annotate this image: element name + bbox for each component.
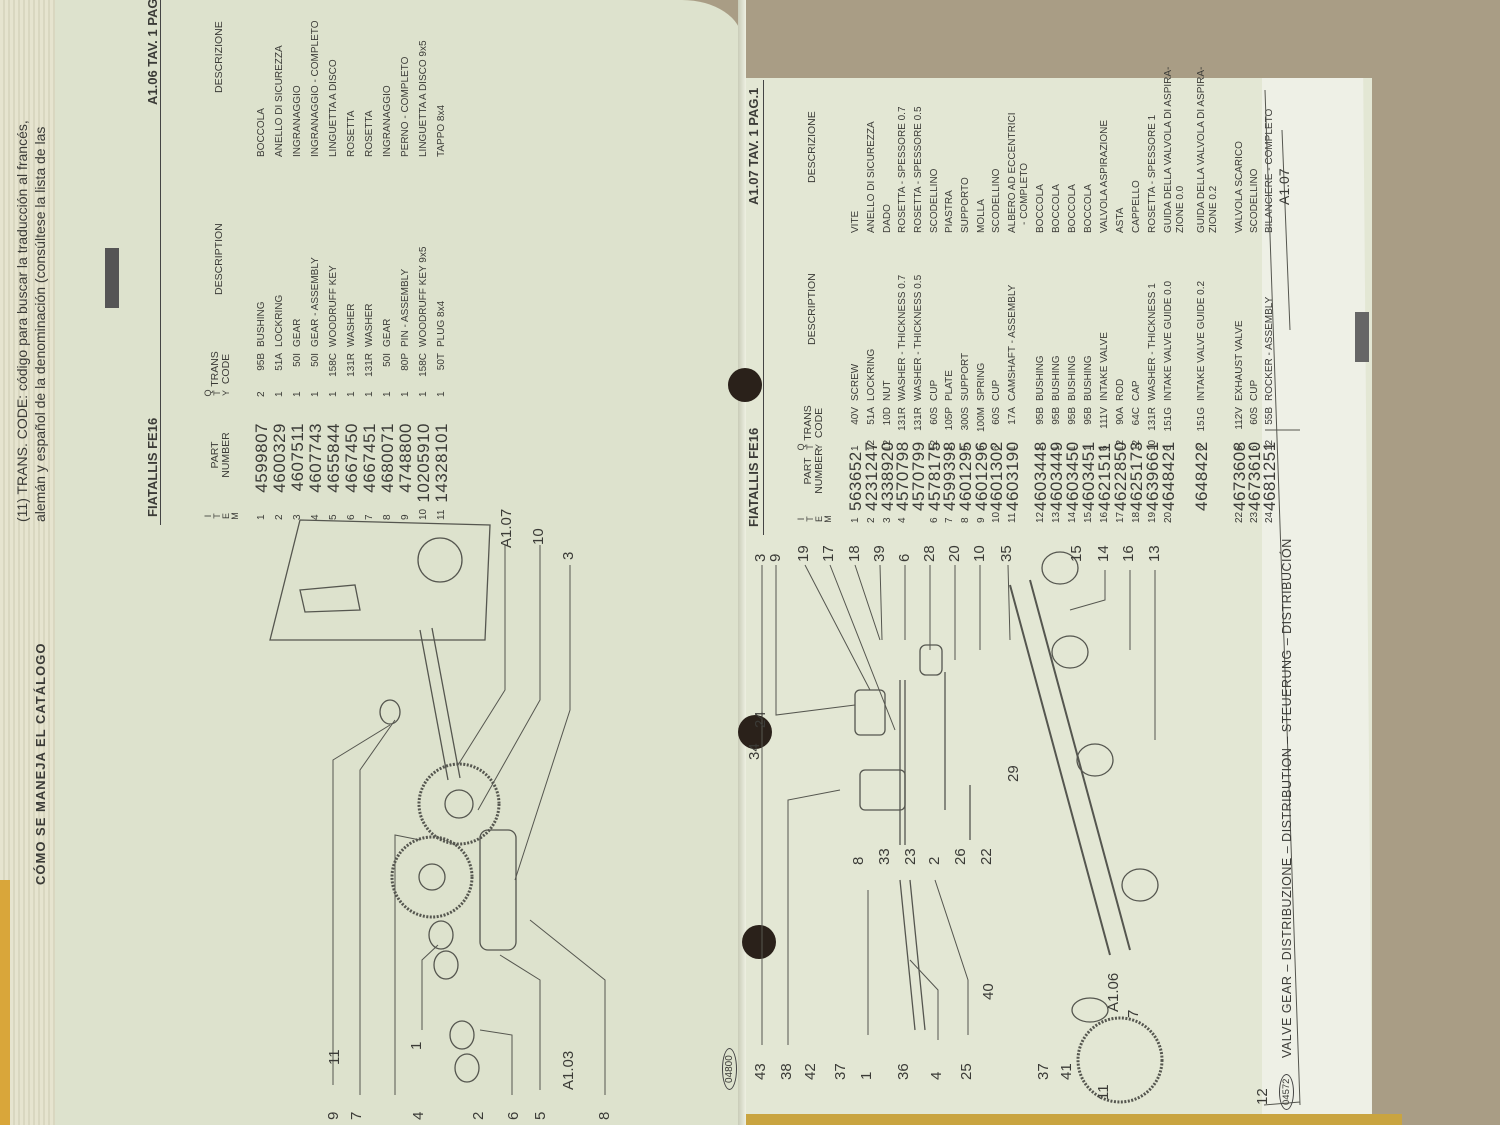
- callout-number: 2: [926, 856, 943, 865]
- callout-number: 37: [1035, 1063, 1052, 1080]
- rocker-support-drawing: [859, 769, 906, 811]
- callout-number: 9: [325, 1111, 342, 1120]
- callout-number: 7: [348, 1111, 365, 1120]
- thumb-index-tab: [105, 248, 119, 308]
- callout-number: 25: [958, 1063, 975, 1080]
- book-spine: [738, 0, 746, 1125]
- callout-number: 15: [1068, 545, 1085, 562]
- camshaft-gear-drawing: [1076, 1016, 1164, 1104]
- callout-number: 7: [1125, 1009, 1142, 1018]
- callout-number: 26: [952, 848, 969, 865]
- bushing-drawing: [1121, 868, 1159, 902]
- callout-number: 20: [946, 545, 963, 562]
- callout-number: 33: [876, 848, 893, 865]
- bushing-drawing: [1041, 551, 1079, 585]
- callout-number: 12: [1254, 1088, 1271, 1105]
- callout-number: 1: [858, 1071, 875, 1080]
- washer-drawing: [449, 1020, 475, 1050]
- callout-number: 2: [470, 1111, 487, 1120]
- callout-number: 1: [408, 1041, 425, 1050]
- bushing-drawing: [433, 950, 459, 980]
- section-footer-title: VALVE GEAR – DISTRIBUZIONE – DISTRIBUTIO…: [1280, 538, 1294, 1058]
- gear-drawing: [390, 835, 474, 919]
- callout-number: 6: [505, 1111, 522, 1120]
- callout-number: 19: [795, 545, 812, 562]
- callout-number: A1.03: [560, 1050, 577, 1090]
- page-code: A1.07: [1276, 168, 1292, 205]
- right-diagram: [761, 89, 1301, 1106]
- rocker-shaft-drawing: [899, 879, 926, 1031]
- callout-number: 42: [802, 1063, 819, 1080]
- callout-number: A1.07: [498, 508, 515, 548]
- callout-number: 24: [752, 711, 769, 728]
- callout-number: 4: [928, 1071, 945, 1080]
- callout-number: 36: [895, 1063, 912, 1080]
- valve-drawing: [944, 672, 971, 840]
- callout-number: A1.06: [1105, 972, 1122, 1012]
- left-page: [55, 0, 742, 1125]
- book-cover-edge-bottom: [742, 1114, 1402, 1125]
- callout-number: 11: [1095, 1084, 1112, 1100]
- callout-number: 18: [846, 545, 863, 562]
- bushing-drawing: [428, 920, 454, 950]
- binder-hole: [742, 925, 776, 959]
- callout-number: 29: [1005, 765, 1022, 782]
- washer-drawing: [454, 1053, 480, 1083]
- callout-number: 5: [532, 1111, 549, 1120]
- callout-number: 6: [896, 553, 913, 562]
- page-badge: 04572: [1279, 1073, 1294, 1110]
- callout-number: 22: [978, 848, 995, 865]
- right-page-margin: [1262, 78, 1372, 1118]
- gear-drawing: [417, 762, 501, 846]
- callout-number: 14: [1095, 545, 1112, 562]
- pinion-shaft-drawing: [479, 829, 517, 951]
- callout-number: 3: [560, 551, 577, 560]
- callout-number: 17: [820, 545, 837, 562]
- callout-number: 37: [832, 1063, 849, 1080]
- callout-number: 4: [410, 1111, 427, 1120]
- thumb-index-tab: [1355, 312, 1369, 362]
- callout-number: 41: [1058, 1063, 1075, 1080]
- bushing-drawing: [1051, 635, 1089, 669]
- camshaft-drawing: [419, 627, 461, 781]
- callout-number: 8: [850, 856, 867, 865]
- callout-number: 43: [752, 1063, 769, 1080]
- thrust-plate-drawing: [1071, 997, 1109, 1023]
- binder-hole: [728, 368, 762, 402]
- washer-drawing: [379, 699, 401, 725]
- timing-cover-drawing: [269, 519, 491, 641]
- push-rod-drawing: [899, 680, 906, 845]
- callout-number: 9: [767, 553, 784, 562]
- valve-spring-drawing: [919, 644, 943, 676]
- callout-number: 34: [746, 743, 763, 760]
- rocker-drawing: [854, 689, 886, 736]
- callout-number: 10: [530, 528, 547, 545]
- callout-number: 13: [1146, 545, 1163, 562]
- callout-number: 8: [596, 1111, 613, 1120]
- bushing-drawing: [1076, 743, 1114, 777]
- callout-number: 10: [971, 545, 988, 562]
- page-frame-lines: [1263, 89, 1301, 1106]
- camshaft-drawing: [1009, 579, 1131, 956]
- callout-number: 23: [902, 848, 919, 865]
- callout-number: 38: [778, 1063, 795, 1080]
- callout-number: 16: [1120, 545, 1137, 562]
- left-diagram: [269, 519, 606, 1095]
- leader-lines: [332, 545, 606, 1095]
- leader-lines: [761, 564, 1156, 1045]
- callout-number: 39: [871, 545, 888, 562]
- binder-hole: [738, 715, 772, 749]
- callout-number: 40: [980, 983, 997, 1000]
- cover-bore: [417, 537, 463, 583]
- callout-number: 28: [921, 545, 938, 562]
- callout-number: 35: [998, 545, 1015, 562]
- book-cover-edge: [0, 880, 10, 1125]
- callout-number: 11: [326, 1049, 343, 1065]
